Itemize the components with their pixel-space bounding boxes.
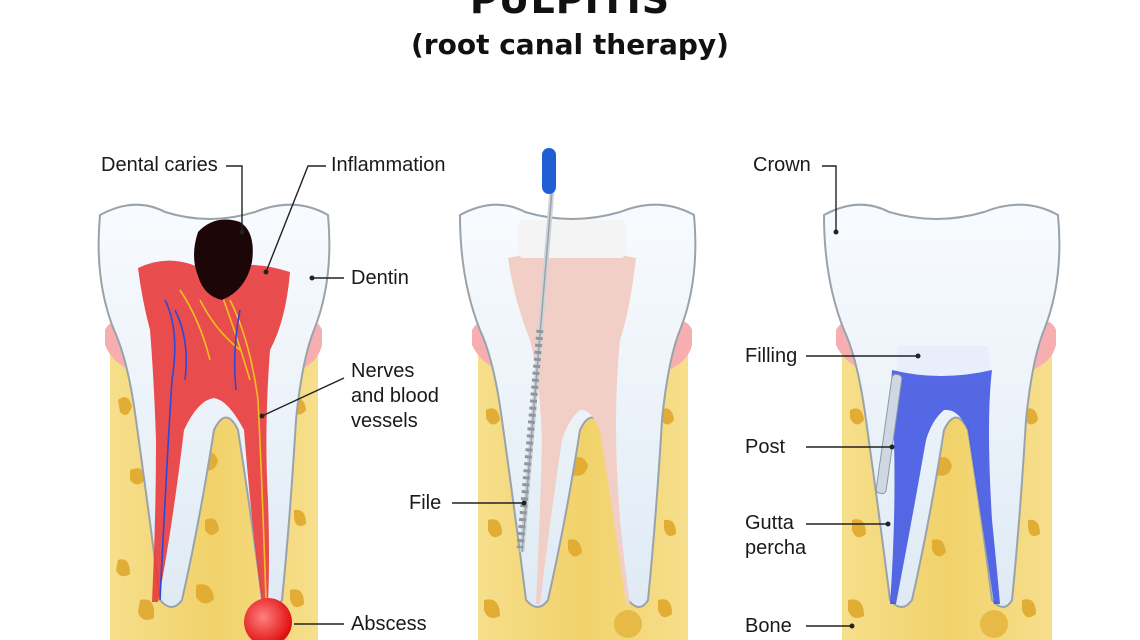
- label-bone: Bone: [745, 615, 792, 637]
- leader-inflammation: [265, 165, 326, 273]
- temporary-cap-2: [518, 220, 626, 258]
- label-nerves-line3: vessels: [351, 410, 418, 432]
- label-crown: Crown: [753, 154, 811, 176]
- tooth-file: [458, 148, 697, 640]
- leader-lines: [226, 165, 918, 627]
- page-title: PULPITIS: [469, 0, 671, 22]
- caries-blob: [194, 219, 253, 300]
- abscess-blob: [244, 598, 292, 640]
- pulp-chamber-1: [138, 260, 290, 602]
- root-tip-3: [980, 610, 1008, 638]
- label-inflammation: Inflammation: [331, 154, 446, 176]
- label-filling: Filling: [745, 345, 798, 367]
- label-nerves-line1: Nerves: [351, 360, 415, 382]
- page-subtitle: (root canal therapy): [411, 28, 729, 61]
- label-post: Post: [745, 436, 786, 458]
- leader-dental-caries: [226, 165, 243, 232]
- label-dentin: Dentin: [351, 267, 409, 289]
- filling-core-3: [896, 346, 990, 376]
- endodontic-file-icon: [516, 148, 556, 553]
- label-file: File: [409, 492, 442, 514]
- post-rod: [875, 373, 903, 495]
- label-dental-caries: Dental caries: [101, 154, 218, 176]
- tooth-filled: [822, 203, 1061, 640]
- label-nerves-line2: and blood: [351, 385, 439, 407]
- root-tip-2: [614, 610, 642, 638]
- leader-crown: [822, 165, 837, 232]
- leader-dots: [239, 229, 921, 629]
- label-gutta-line1: Gutta: [745, 512, 794, 534]
- gutta-percha-3: [890, 370, 1000, 604]
- label-abscess: Abscess: [351, 613, 427, 635]
- label-gutta-line2: percha: [745, 537, 807, 559]
- leader-nerves: [261, 377, 345, 417]
- tooth-pulpitis: [97, 203, 331, 640]
